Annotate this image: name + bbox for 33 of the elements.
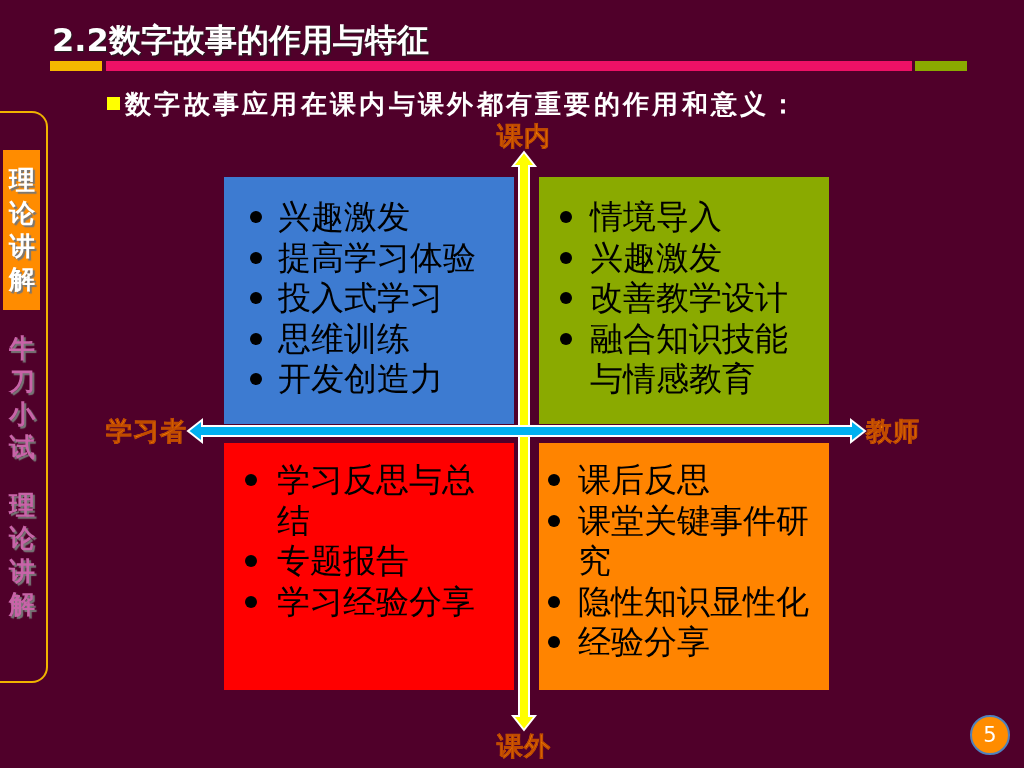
list-item-text: 融合知识技能与情感教育 [590, 318, 789, 400]
list-item-text: 兴趣激发 [590, 237, 723, 278]
list-item-text: 提高学习体验 [278, 237, 477, 278]
active-tab: 理论讲解 [3, 150, 40, 310]
list-item-text: 经验分享 [578, 622, 711, 663]
quadrant-box [539, 443, 829, 690]
quadrant-box [224, 177, 514, 424]
list-item-text: 课堂关键事件研究 [578, 500, 810, 582]
nav-label: 理论讲解 [9, 489, 35, 621]
axis-label: 学习者 [106, 416, 187, 446]
nav-label: 牛刀小试 [9, 332, 35, 464]
list-item-text: 学习经验分享 [277, 581, 476, 622]
quadrant-box [539, 177, 829, 424]
list-item-text: 情境导入 [590, 197, 723, 238]
list-item-text: 专题报告 [277, 541, 410, 582]
sidebar-panel [0, 111, 48, 683]
slide-title: 2.2数字故事的作用与特征 [52, 20, 429, 60]
list-item-text: 隐性知识显性化 [578, 581, 810, 622]
list-item-text: 开发创造力 [278, 359, 444, 400]
subtitle-text: 数字故事应用在课内与课外都有重要的作用和意义： [125, 88, 799, 120]
axis-label: 课外 [497, 731, 551, 761]
list-item-text: 投入式学习 [278, 278, 444, 319]
quadrant-box [224, 443, 514, 690]
list-item-text: 学习反思与总结 [277, 460, 476, 541]
list-item-text: 改善教学设计 [590, 278, 789, 319]
double-headed-arrow [510, 150, 538, 732]
list-item-text: 兴趣激发 [278, 197, 411, 238]
axis-label: 教师 [866, 416, 920, 446]
list-item-text: 课后反思 [578, 460, 711, 501]
page-number: 5 [970, 715, 1010, 755]
list-item-text: 思维训练 [278, 318, 411, 359]
axis-label: 课内 [497, 121, 551, 151]
double-headed-arrow [186, 417, 867, 445]
